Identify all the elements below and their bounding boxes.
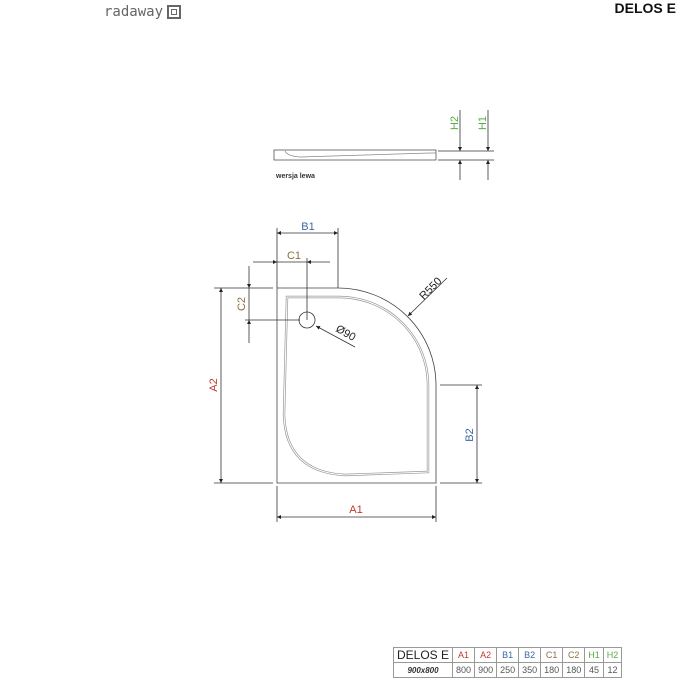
h1-label: H1 bbox=[477, 116, 489, 130]
a2-label: A2 bbox=[208, 378, 220, 391]
value-h2: 12 bbox=[602, 662, 623, 678]
header-a1: A1 bbox=[452, 647, 476, 663]
table-row: 900x800 800 900 250 350 180 180 45 12 bbox=[392, 662, 623, 678]
c2-label: C2 bbox=[236, 297, 248, 311]
brand-name: radaway bbox=[104, 4, 164, 20]
c1-label: C1 bbox=[287, 250, 301, 262]
brand-logo: radaway bbox=[104, 4, 182, 20]
logo-square-icon bbox=[167, 5, 182, 19]
header-b1: B1 bbox=[496, 647, 520, 663]
value-a1: 800 bbox=[452, 662, 476, 678]
h2-label: H2 bbox=[449, 116, 461, 130]
dimensions bbox=[214, 228, 482, 522]
header-c2: C2 bbox=[562, 647, 586, 663]
value-b2: 350 bbox=[518, 662, 542, 678]
version-caption: wersja lewa bbox=[275, 173, 315, 180]
header-b2: B2 bbox=[518, 647, 542, 663]
header-a2: A2 bbox=[474, 647, 498, 663]
value-c1: 180 bbox=[540, 662, 564, 678]
radius-label: R550 bbox=[417, 275, 444, 302]
value-a2: 900 bbox=[474, 662, 498, 678]
value-b1: 250 bbox=[496, 662, 520, 678]
drain-diameter-label: Ø90 bbox=[333, 323, 357, 344]
table-header-row: DELOS E A1 A2 B1 B2 C1 C2 H1 H2 bbox=[392, 647, 623, 663]
model-size: 900x800 bbox=[392, 662, 454, 678]
model-name: DELOS E bbox=[392, 647, 454, 663]
value-h1: 45 bbox=[584, 662, 604, 678]
header-c1: C1 bbox=[540, 647, 564, 663]
b1-label: B1 bbox=[301, 221, 314, 233]
header-h2: H2 bbox=[602, 647, 623, 663]
page-title: DELOS E bbox=[614, 0, 676, 16]
spec-table: DELOS E A1 A2 B1 B2 C1 C2 H1 H2 900x800 … bbox=[392, 647, 623, 678]
header-h1: H1 bbox=[584, 647, 604, 663]
value-c2: 180 bbox=[562, 662, 586, 678]
tray-outline bbox=[276, 287, 437, 484]
side-view bbox=[273, 110, 494, 180]
a1-label: A1 bbox=[349, 504, 362, 516]
b2-label: B2 bbox=[464, 428, 476, 441]
